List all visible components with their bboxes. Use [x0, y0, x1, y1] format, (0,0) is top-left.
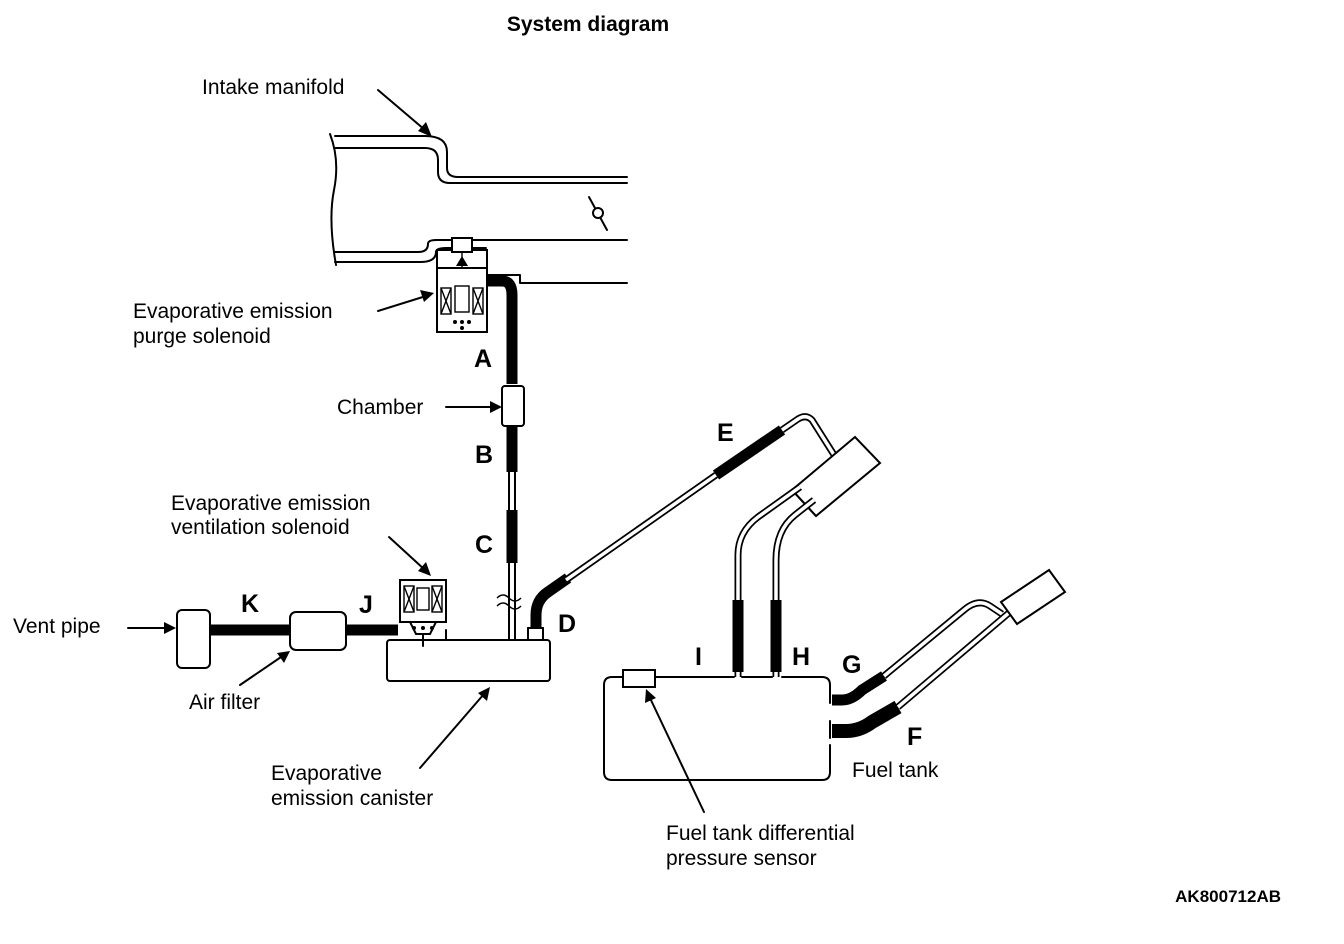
fuel-tank-label: Fuel tank	[852, 759, 939, 782]
figure-code: AK800712AB	[1175, 887, 1281, 906]
intake-manifold-label: Intake manifold	[202, 76, 344, 99]
diagram-title: System diagram	[507, 13, 669, 36]
ventilation-solenoid-label-line2: ventilation solenoid	[171, 516, 350, 539]
chamber	[501, 385, 525, 427]
purge-solenoid-label-line1: Evaporative emission	[133, 300, 333, 323]
fuel-tank	[603, 669, 831, 781]
hose-h-label: H	[792, 643, 810, 671]
ventilation-solenoid-label-line1: Evaporative emission	[171, 492, 371, 515]
hose-g-label: G	[842, 651, 861, 679]
purge-solenoid	[436, 237, 504, 333]
canister-label-line2: emission canister	[271, 787, 433, 810]
hose-c-label: C	[475, 531, 493, 559]
hose-g	[832, 671, 887, 706]
pressure-sensor-label-line2: pressure sensor	[666, 847, 817, 870]
chamber-label: Chamber	[337, 396, 423, 419]
hose-e	[712, 425, 786, 480]
canister-label-line1: Evaporative	[271, 762, 382, 785]
evaporative-emission-canister	[386, 627, 551, 682]
hose-d	[530, 573, 572, 628]
hose-f-label: F	[907, 723, 922, 751]
hose-e-label: E	[717, 419, 734, 447]
vent-pipe-label: Vent pipe	[13, 615, 101, 638]
hose-a	[487, 275, 518, 384]
intake-manifold	[329, 133, 628, 284]
hose-d-label: D	[558, 610, 576, 638]
differential-pressure-sensor	[622, 669, 656, 688]
fuel-tank-filler-cap	[999, 568, 1067, 626]
hose-k-label: K	[241, 590, 259, 618]
ventilation-solenoid	[399, 579, 447, 647]
vent-pipe	[176, 609, 211, 669]
purge-solenoid-label-line2: purge solenoid	[133, 325, 271, 348]
hose-a-label: A	[474, 345, 492, 373]
hose-i-label: I	[695, 643, 702, 671]
hose-f	[832, 700, 902, 738]
air-filter	[289, 611, 347, 651]
pressure-sensor-label-line1: Fuel tank differential	[666, 822, 855, 845]
air-filter-label: Air filter	[189, 691, 260, 714]
hose-j-label: J	[359, 591, 373, 619]
hose-b-label: B	[475, 441, 493, 469]
